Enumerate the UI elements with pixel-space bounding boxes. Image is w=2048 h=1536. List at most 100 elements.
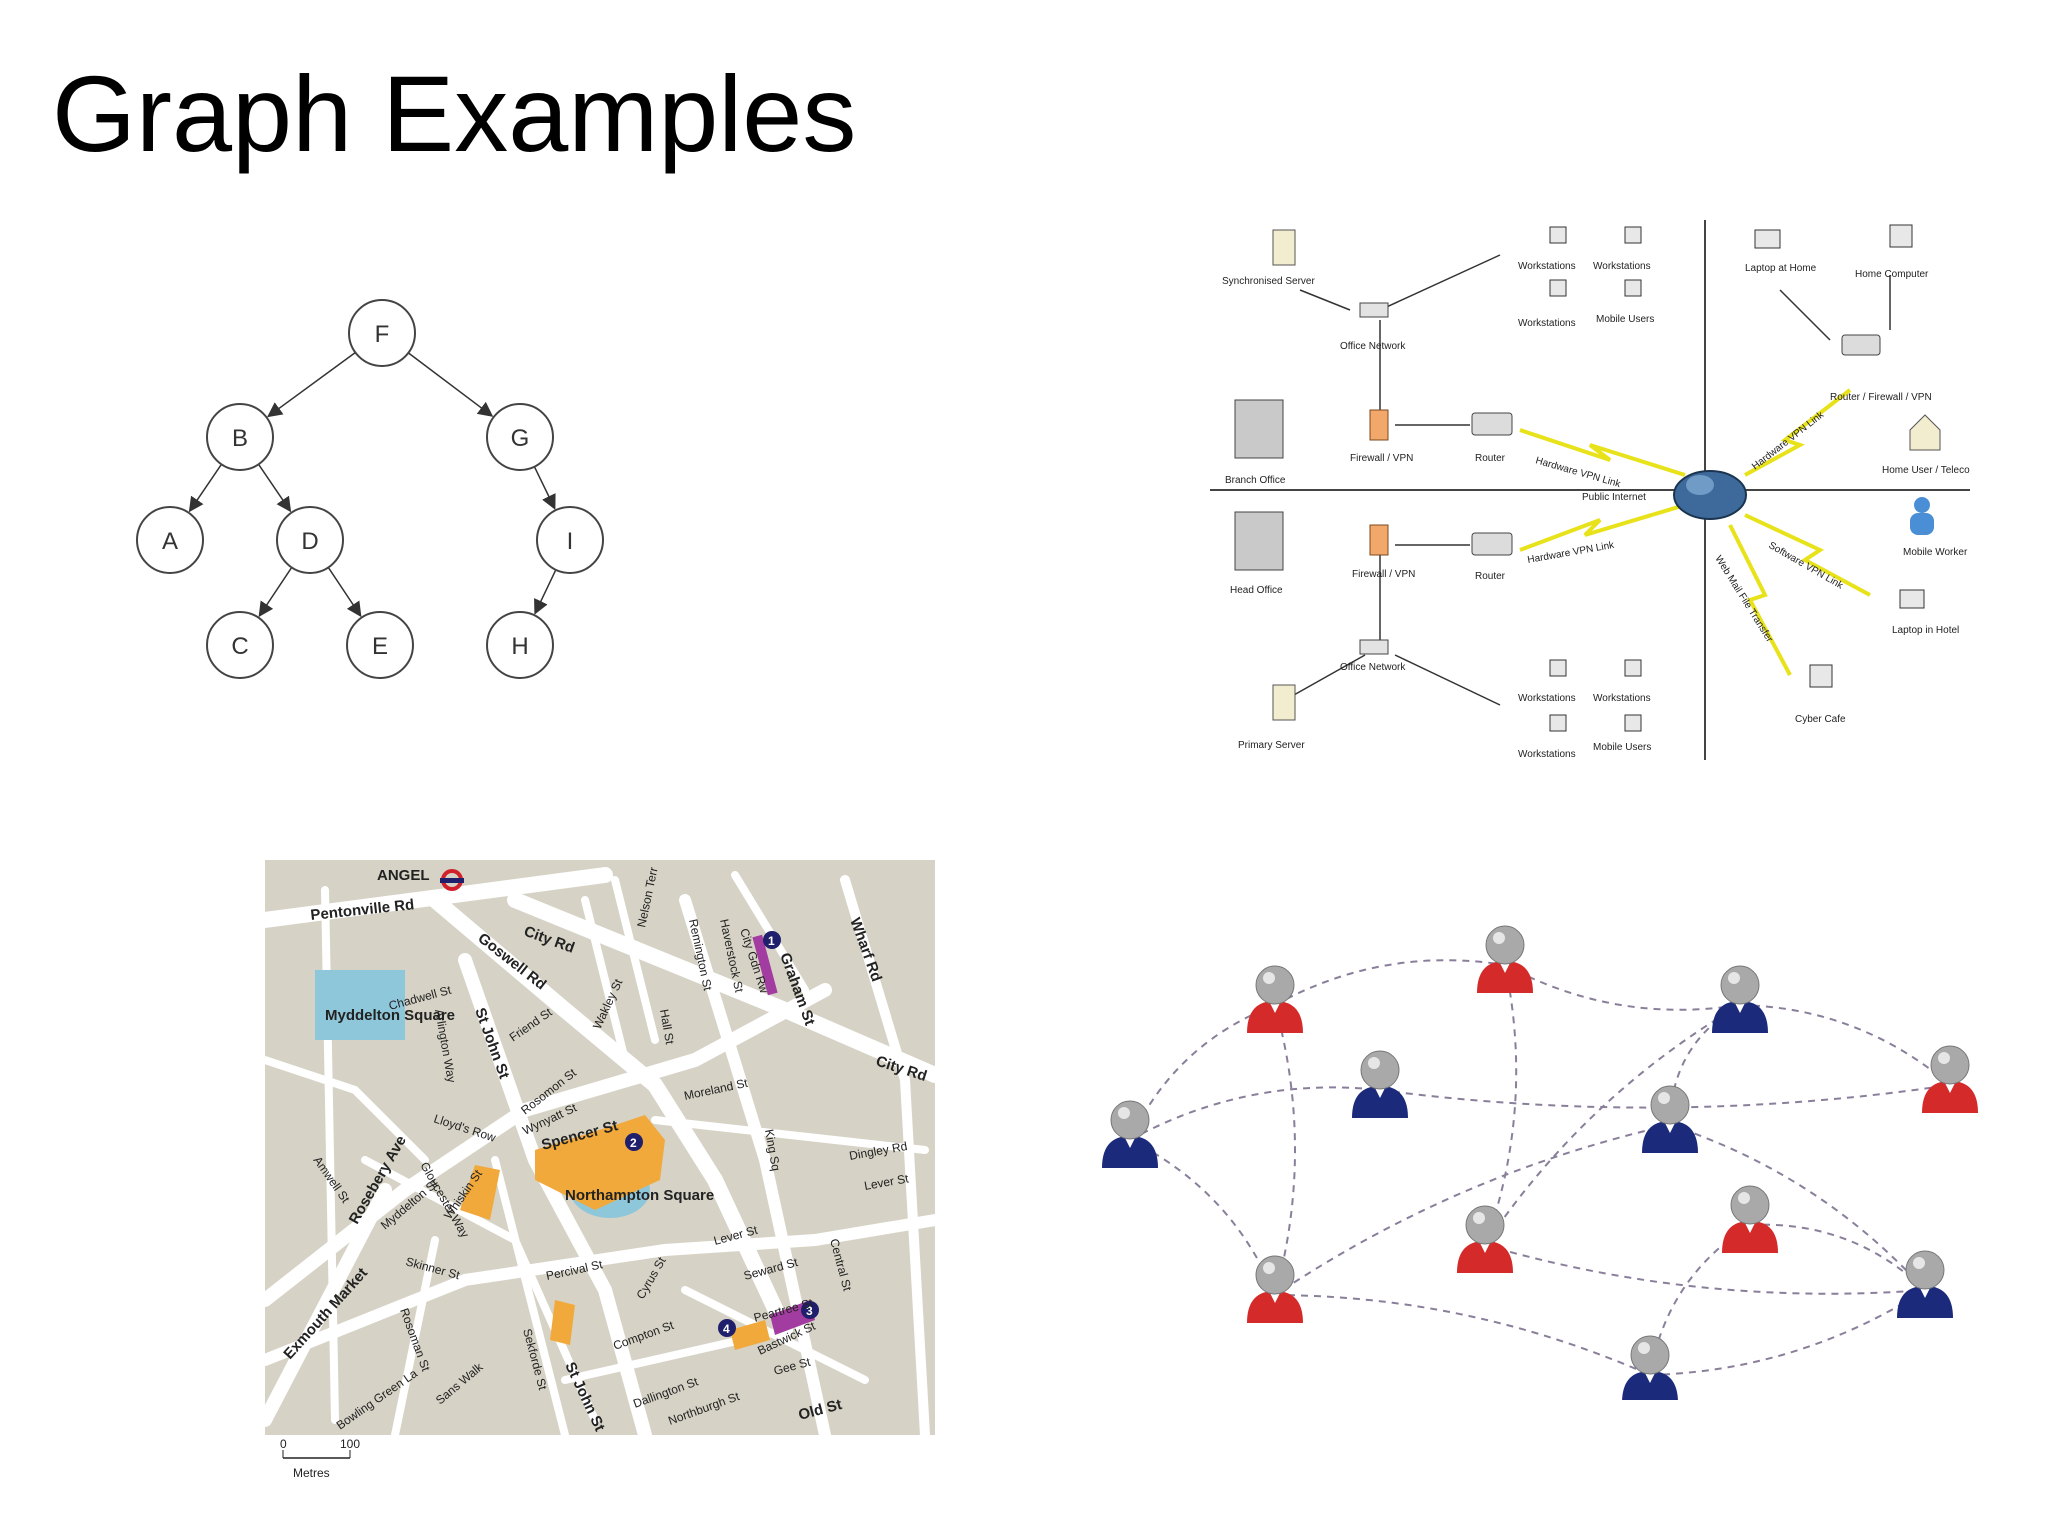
highlight-building (752, 934, 778, 996)
firewall-icon (1369, 409, 1389, 441)
server-icon (1272, 684, 1296, 721)
router-icon (1841, 334, 1881, 356)
workstation-icon (1624, 226, 1642, 244)
phone-icon (1624, 279, 1642, 297)
myddelton-square (315, 970, 405, 1040)
person-icon (1922, 1045, 1978, 1113)
tree-edge (533, 466, 556, 510)
marker-4: 4 (723, 1322, 730, 1336)
net-label: Workstations (1593, 693, 1651, 704)
net-label: Router / Firewall / VPN (1830, 392, 1932, 403)
router-icon (1471, 412, 1513, 436)
person-icon (1712, 965, 1768, 1033)
tree-node-label: H (511, 633, 528, 660)
tree-edge (267, 351, 356, 418)
person-icon (1722, 1185, 1778, 1253)
net-label: Router (1475, 453, 1506, 464)
slide-title: Graph Examples (52, 53, 857, 174)
tree-edge (257, 463, 292, 513)
tree-node: B (206, 403, 274, 471)
net-label: Laptop at Home (1745, 263, 1817, 274)
workstation-icon (1549, 659, 1567, 677)
switch-icon (1359, 639, 1389, 655)
workstation-icon (1549, 226, 1567, 244)
workstation-icon (1549, 279, 1567, 297)
net-label: Mobile Worker (1903, 547, 1968, 558)
tree-node-label: I (567, 528, 574, 555)
map-label: Myddelton Square (325, 1007, 455, 1024)
marker-3: 3 (806, 1304, 813, 1318)
tree-node: F (348, 299, 416, 367)
net-label: Laptop in Hotel (1892, 625, 1959, 636)
net-label: Mobile Users (1596, 314, 1654, 325)
social-edge (1274, 1004, 1296, 1296)
tree-node: D (276, 506, 344, 574)
person-icon (1247, 1255, 1303, 1323)
tree-node: H (486, 611, 554, 679)
phone-icon (1624, 714, 1642, 732)
person-icon (1914, 497, 1930, 513)
person-icon (1642, 1085, 1698, 1153)
marker-2: 2 (630, 1136, 637, 1150)
net-label: Router (1475, 571, 1506, 582)
tree-node-label: B (232, 425, 248, 452)
net-label: Workstations (1518, 261, 1576, 272)
net-label: Synchronised Server (1222, 276, 1315, 287)
net-label: Office Network (1340, 662, 1406, 673)
building (730, 1320, 770, 1350)
net-label: Workstations (1518, 318, 1576, 329)
net-label: Software VPN Link (1767, 540, 1846, 592)
building (550, 1300, 575, 1345)
tree-edge (188, 463, 223, 513)
person-icon (1102, 1100, 1158, 1168)
tree-node-label: G (511, 425, 530, 452)
tree-edge (327, 567, 362, 618)
firewall-icon (1369, 524, 1389, 556)
person-icon (1622, 1335, 1678, 1400)
vpn-network-diagram: Synchronised Server Workstations Worksta… (1210, 215, 1970, 770)
net-label: Mobile Users (1593, 742, 1651, 753)
net-label: Hardware VPN Link (1750, 409, 1827, 472)
switch-icon (1359, 302, 1389, 318)
person-icon (1457, 1205, 1513, 1273)
social-edge (1274, 959, 1506, 1006)
net-label: Primary Server (1238, 740, 1305, 751)
computer-icon (1809, 664, 1833, 688)
person-icon (1352, 1050, 1408, 1118)
tree-node-label: E (372, 633, 388, 660)
tree-node-label: C (231, 633, 248, 660)
scale-label: Metres (293, 1466, 330, 1480)
net-label: Head Office (1230, 585, 1283, 596)
tree-node: G (486, 403, 554, 471)
social-edge (1484, 1244, 1926, 1295)
map-label: Northampton Square (565, 1187, 714, 1204)
workstation-icon (1624, 659, 1642, 677)
building-icon (1234, 399, 1284, 459)
social-edge (1649, 1289, 1926, 1376)
social-edge (1274, 1124, 1671, 1296)
workstation-icon (1549, 714, 1567, 732)
tree-node: I (536, 506, 604, 574)
social-edge (1484, 1004, 1741, 1246)
social-edge (1739, 1004, 1951, 1086)
net-label: Workstations (1518, 693, 1576, 704)
street-map: 1 2 3 4 ANGEL Pentonville Rd City Rd Gos… (265, 860, 935, 1485)
social-edge (1504, 964, 1741, 1011)
social-edge (1379, 1084, 1951, 1109)
vpn-network-svg: Synchronised Server Workstations Worksta… (1210, 220, 1970, 760)
tree-node-label: D (301, 528, 318, 555)
building-icon (1234, 511, 1284, 571)
building (460, 1165, 500, 1220)
social-network-svg (1102, 925, 1978, 1400)
social-edge (1749, 1223, 1926, 1291)
street-map-svg: 1 2 3 4 ANGEL Pentonville Rd City Rd Gos… (265, 860, 935, 1480)
map-scale: 0 100 Metres (280, 1437, 360, 1480)
tree-edge (534, 569, 557, 615)
net-label: Firewall / VPN (1352, 569, 1415, 580)
net-label: Workstations (1593, 261, 1651, 272)
laptop-icon (1899, 589, 1925, 609)
tree-edge (258, 567, 293, 618)
social-edge (1274, 1294, 1651, 1376)
